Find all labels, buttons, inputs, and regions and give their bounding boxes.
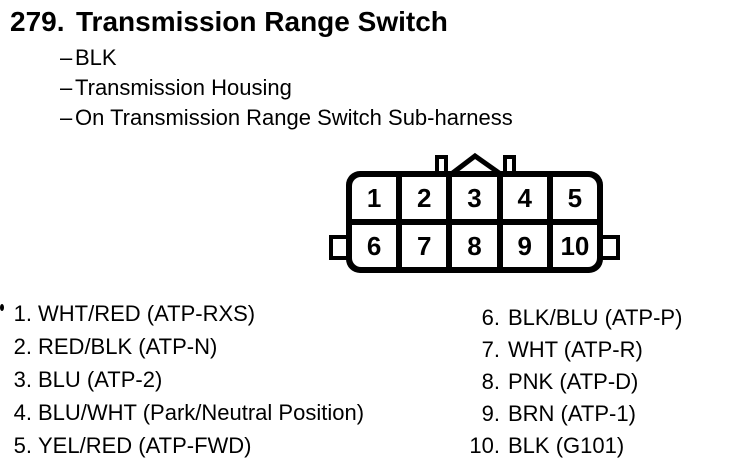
dash-icon: – — [60, 75, 73, 100]
pin-number: 1. — [13, 301, 32, 326]
pin-row: 2.RED/BLK (ATP-N) — [8, 330, 364, 363]
pin-row: 3.BLU (ATP-2) — [8, 363, 364, 396]
pin-list-left: 1.WHT/RED (ATP-RXS) 2.RED/BLK (ATP-N) 3.… — [8, 297, 364, 462]
pin-cell-1: 1 — [352, 177, 397, 219]
pin-row: 10. BLK (G101) — [452, 430, 682, 462]
pin-number: 4. — [13, 400, 32, 425]
pin-number: 3. — [13, 367, 32, 392]
pin-number: 9. — [481, 401, 500, 426]
pin-row: 5.YEL/RED (ATP-FWD) — [8, 429, 364, 462]
pin-row: 4.BLU/WHT (Park/Neutral Position) — [8, 396, 364, 429]
pin-number: 7. — [481, 337, 500, 362]
figure-number: 279. — [10, 6, 65, 37]
detail-item: –BLK — [60, 43, 513, 73]
pin-number: 5. — [13, 433, 32, 458]
pin-label: BLK/BLU (ATP-P) — [508, 305, 683, 330]
detail-item-label: BLK — [75, 45, 117, 70]
dash-icon: – — [60, 105, 73, 130]
pin-row: 1.WHT/RED (ATP-RXS) — [8, 297, 364, 330]
pin-label: RED/BLK (ATP-N) — [38, 334, 218, 359]
connector-pin-grid: 1 2 3 4 5 6 7 8 9 10 — [352, 177, 597, 267]
pin-label: WHT/RED (ATP-RXS) — [38, 301, 256, 326]
dash-icon: – — [60, 45, 73, 70]
pin-row: 9. BRN (ATP-1) — [452, 398, 682, 430]
pin-label: BRN (ATP-1) — [508, 401, 636, 426]
pin-cell-4: 4 — [502, 177, 547, 219]
pin-label: YEL/RED (ATP-FWD) — [38, 433, 252, 458]
pin-cell-2: 2 — [402, 177, 447, 219]
figure-heading: 279. Transmission Range Switch — [10, 5, 448, 39]
pin-row: 6. BLK/BLU (ATP-P) — [452, 302, 683, 334]
connector-diagram: 1 2 3 4 5 6 7 8 9 10 — [329, 151, 620, 275]
detail-list: –BLK –Transmission Housing –On Transmiss… — [60, 43, 513, 133]
scan-artifact — [0, 304, 4, 311]
pin-number: 8. — [481, 369, 500, 394]
detail-item-label: On Transmission Range Switch Sub-harness — [75, 105, 513, 130]
pin-cell-6: 6 — [352, 225, 397, 267]
detail-item: –On Transmission Range Switch Sub-harnes… — [60, 103, 513, 133]
pin-number: 10. — [469, 433, 500, 458]
pin-number: 2. — [13, 334, 32, 359]
pin-row: 7. WHT (ATP-R) — [452, 334, 682, 366]
figure-title: Transmission Range Switch — [76, 6, 448, 37]
pin-cell-5: 5 — [552, 177, 597, 219]
pin-number: 6. — [481, 305, 500, 330]
pin-list-right: 6. BLK/BLU (ATP-P) 7. WHT (ATP-R) 8. PNK (A… — [452, 302, 682, 462]
pin-cell-9: 9 — [502, 225, 547, 267]
pin-label: BLU/WHT (Park/Neutral Position) — [38, 400, 365, 425]
pin-cell-10: 10 — [552, 225, 597, 267]
pin-label: PNK (ATP-D) — [508, 369, 639, 394]
detail-item-label: Transmission Housing — [75, 75, 292, 100]
detail-item: –Transmission Housing — [60, 73, 513, 103]
connector-body: 1 2 3 4 5 6 7 8 9 10 — [346, 171, 603, 273]
pin-cell-3: 3 — [452, 177, 497, 219]
pin-label: BLK (G101) — [508, 433, 625, 458]
pin-cell-7: 7 — [402, 225, 447, 267]
pin-row: 8. PNK (ATP-D) — [452, 366, 682, 398]
pin-label: BLU (ATP-2) — [38, 367, 163, 392]
pin-label: WHT (ATP-R) — [508, 337, 643, 362]
pin-cell-8: 8 — [452, 225, 497, 267]
connector-roof-icon — [448, 152, 504, 178]
